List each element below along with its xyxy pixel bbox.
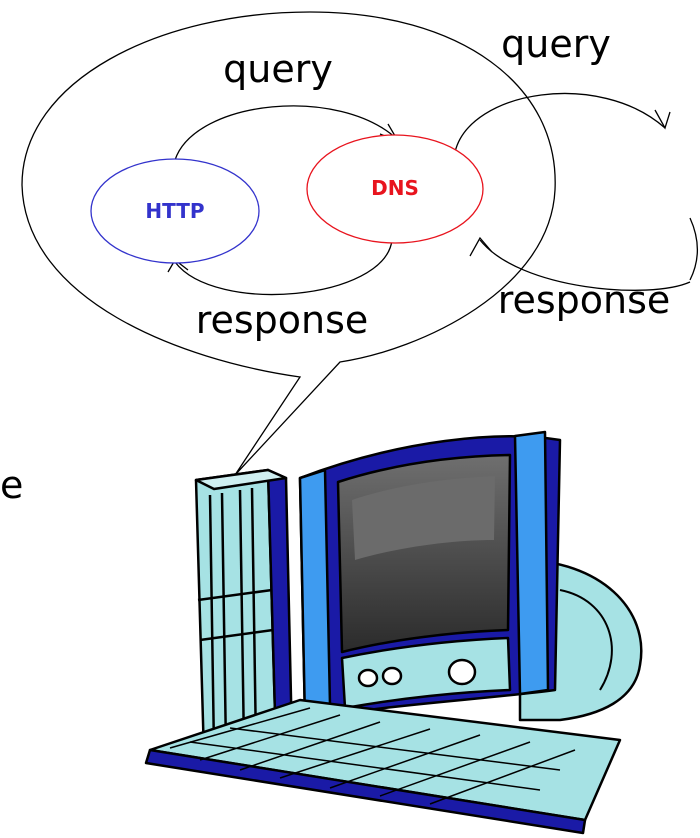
outer-response-label: response <box>498 278 671 322</box>
inner-query-label: query <box>223 47 333 91</box>
outer-response-arrowhead <box>469 236 493 257</box>
dns-node <box>306 134 484 244</box>
http-node-label: HTTP <box>145 199 204 223</box>
inner-response-arc <box>174 239 393 296</box>
outer-loop-right-edge <box>689 217 699 281</box>
inner-response-label: response <box>196 298 369 342</box>
partial-left-label: e <box>0 463 23 507</box>
speech-bubble <box>21 11 556 476</box>
inner-query-arc <box>174 105 399 161</box>
dns-node-label: DNS <box>371 176 419 200</box>
desktop-computer-icon <box>144 430 643 835</box>
outer-query-label: query <box>501 22 611 66</box>
outer-query-arrowhead <box>654 109 671 130</box>
http-node <box>90 158 260 264</box>
outer-query-arc <box>454 92 666 153</box>
outer-response-arc <box>479 239 691 291</box>
